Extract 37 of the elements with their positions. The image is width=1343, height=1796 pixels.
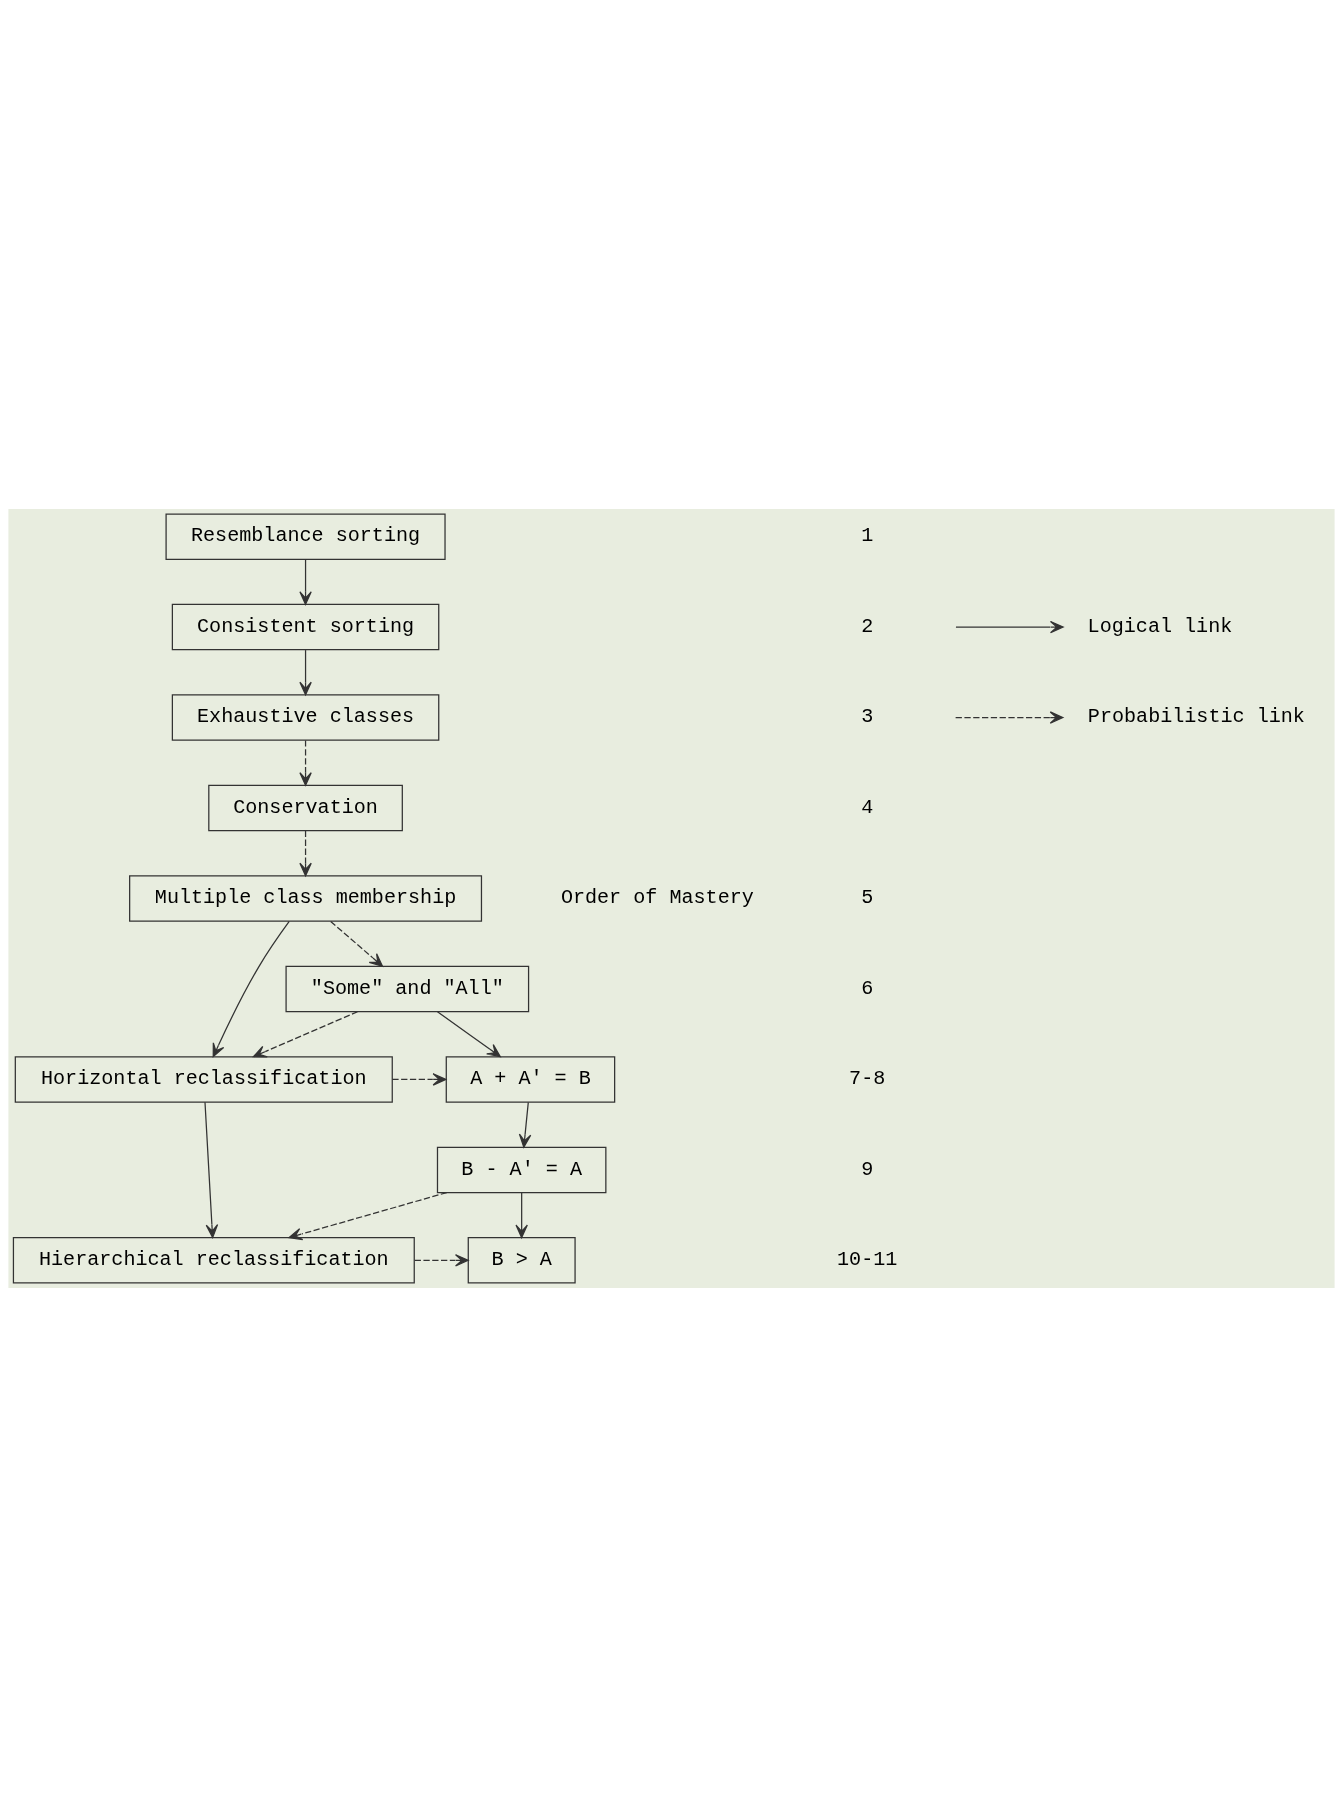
node-box: "Some" and "All" — [285, 965, 530, 1012]
label: 6 — [861, 976, 874, 1000]
arrow — [391, 1072, 447, 1086]
node-box: Horizontal reclassification — [14, 1055, 393, 1103]
label: 7-8 — [849, 1066, 886, 1090]
arrow — [515, 1191, 528, 1238]
node-box: Conservation — [208, 784, 403, 831]
node-box: Resemblance sorting — [165, 512, 446, 560]
label: 9 — [861, 1157, 874, 1181]
node-box: Consistent sorting — [171, 603, 440, 650]
node-box: Exhaustive classes — [171, 693, 440, 741]
arrow — [252, 1010, 359, 1058]
node-box: B - A′ = A — [436, 1146, 607, 1193]
arrow — [204, 1101, 219, 1238]
arrow — [436, 1010, 501, 1057]
arrow — [518, 1101, 532, 1148]
arrow — [299, 558, 312, 605]
node-box: Hierarchical reclassification — [12, 1236, 415, 1284]
label: 5 — [861, 885, 874, 909]
arrow — [299, 648, 312, 695]
label: 10-11 — [837, 1247, 898, 1271]
label: Order of Mastery — [560, 885, 754, 909]
label: 1 — [861, 523, 874, 547]
node-box: A + A′ = B — [445, 1055, 616, 1103]
node-box: Multiple class membership — [129, 874, 483, 922]
legend-label: Probabilistic link — [1087, 704, 1305, 728]
legend-label: Logical link — [1087, 614, 1233, 638]
arrow — [330, 920, 384, 967]
arrow — [212, 920, 290, 1057]
arrow — [288, 1191, 448, 1240]
arrow — [299, 829, 312, 876]
node-box: B > A — [467, 1236, 576, 1284]
label: 4 — [861, 795, 874, 819]
arrow — [299, 739, 312, 786]
arrow — [414, 1253, 469, 1267]
label: 3 — [861, 704, 874, 728]
label: 2 — [861, 614, 874, 638]
